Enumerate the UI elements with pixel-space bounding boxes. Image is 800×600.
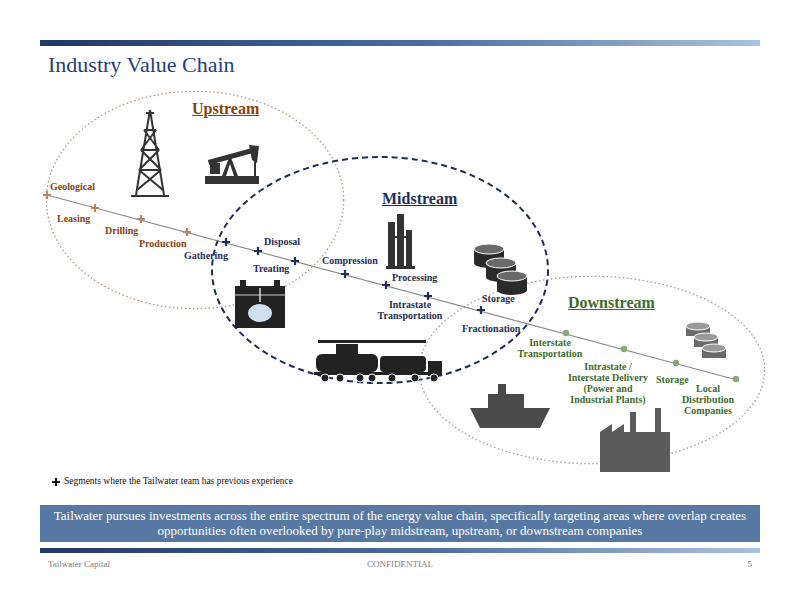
segment-label: Leasing: [57, 213, 90, 224]
segment-label: Gathering: [184, 250, 228, 261]
ship-deck: [488, 394, 524, 408]
segment-label: Intrastate / Interstate Delivery (Power …: [567, 361, 649, 405]
plus-marker: [341, 270, 349, 278]
segment-label: Geological: [50, 181, 95, 192]
treating-unit: [235, 280, 285, 328]
tower: [397, 214, 404, 268]
refinery-towers: [386, 214, 415, 269]
derrick-frame: [131, 110, 169, 196]
segment-heading: Downstream: [568, 294, 655, 312]
plus-marker: [43, 191, 51, 199]
tank-top: [686, 322, 710, 330]
ship-stack: [498, 384, 506, 394]
segment-label: Interstate Transportation: [510, 337, 590, 359]
wheel: [321, 374, 329, 382]
legend-plus: [52, 478, 60, 486]
oil-derrick: [131, 110, 169, 196]
tank-top: [474, 244, 504, 254]
chassis: [314, 372, 442, 375]
segment-label: Production: [139, 238, 187, 249]
wheel: [388, 374, 396, 382]
segment-label: Processing: [392, 272, 437, 283]
segment-heading: Midstream: [382, 190, 457, 208]
segment-ellipse: Upstream: [45, 90, 345, 310]
tower: [388, 222, 395, 268]
tank-car: [316, 354, 378, 372]
header-bar: [40, 40, 760, 46]
ellipse-shape: [46, 91, 343, 308]
pump-weight: [210, 163, 220, 174]
plus-marker: [424, 292, 432, 300]
ellipse-outline: [45, 90, 345, 310]
caption-text: Tailwater pursues investments across the…: [48, 508, 752, 538]
legend-row: Segments where the Tailwater team has pr…: [50, 476, 293, 486]
factory-building: [600, 408, 670, 472]
plus-marker: [183, 228, 191, 236]
plus-marker: [477, 306, 485, 314]
footer-text: 5: [720, 560, 752, 570]
unit-cap: [274, 280, 280, 287]
ship-hull: [470, 408, 550, 428]
segment-label: Storage: [656, 374, 689, 385]
unit-cap: [240, 280, 246, 287]
unit-pipe: [259, 288, 261, 302]
caption-banner: Tailwater pursues investments across the…: [40, 505, 760, 542]
segment-heading: Upstream: [192, 100, 259, 118]
upstream-markers: [43, 191, 191, 236]
pump-rod: [254, 160, 256, 176]
distribution-tanks: [686, 322, 726, 358]
legend-text: Segments where the Tailwater team has pr…: [64, 476, 293, 486]
footer-text: Tailwater Capital: [48, 560, 110, 570]
dot-marker: [733, 376, 739, 382]
segment-label: Treating: [253, 263, 289, 274]
segment-label: Local Distribution Companies: [676, 383, 740, 416]
segment-label: Fractionation: [462, 323, 520, 334]
dot-marker: [621, 346, 627, 352]
segment-label: Compression: [322, 255, 378, 266]
tank-top: [497, 271, 527, 281]
plus-marker: [91, 204, 99, 212]
wheel: [411, 374, 419, 382]
wheel: [430, 374, 438, 382]
dot-marker: [563, 330, 569, 336]
wheel: [356, 374, 364, 382]
ellipse-shape: [212, 157, 548, 383]
storage-tanks: [474, 244, 527, 295]
pump-base: [205, 176, 259, 184]
ellipse-shape: [419, 276, 764, 463]
tower: [406, 230, 412, 268]
wheel: [368, 374, 376, 382]
segment-label: Intrastate Transportation: [370, 299, 450, 321]
segment-label: Disposal: [264, 236, 300, 247]
tower-base: [386, 266, 415, 269]
plus-marker: [222, 238, 230, 246]
unit-vessel: [248, 304, 272, 322]
tanker-ship: [470, 384, 550, 428]
segment-label: Storage: [482, 293, 515, 304]
tank-top: [486, 258, 516, 268]
wheel: [336, 374, 344, 382]
tower-pipe: [392, 236, 410, 238]
pump-beam: [208, 148, 253, 165]
unit-body: [235, 286, 285, 328]
tank-car: [380, 356, 426, 372]
plus-marker: [291, 257, 299, 265]
plus-marker: [254, 247, 262, 255]
factory: [600, 408, 670, 472]
dot-marker: [673, 360, 679, 366]
tank-top: [694, 333, 718, 341]
segment-label: Drilling: [105, 225, 138, 236]
rail-and-truck: [314, 340, 442, 382]
tank-dome: [336, 344, 358, 356]
plus-marker: [382, 281, 390, 289]
pipe-rack: [318, 340, 426, 343]
footer-bar: [40, 548, 760, 553]
page-title: Industry Value Chain: [48, 53, 235, 77]
value-chain-line: [47, 195, 737, 380]
plus-marker: [137, 215, 145, 223]
footer-text: CONFIDENTIAL: [340, 560, 460, 570]
pump-jack: [205, 145, 259, 184]
tank-top: [702, 344, 726, 352]
